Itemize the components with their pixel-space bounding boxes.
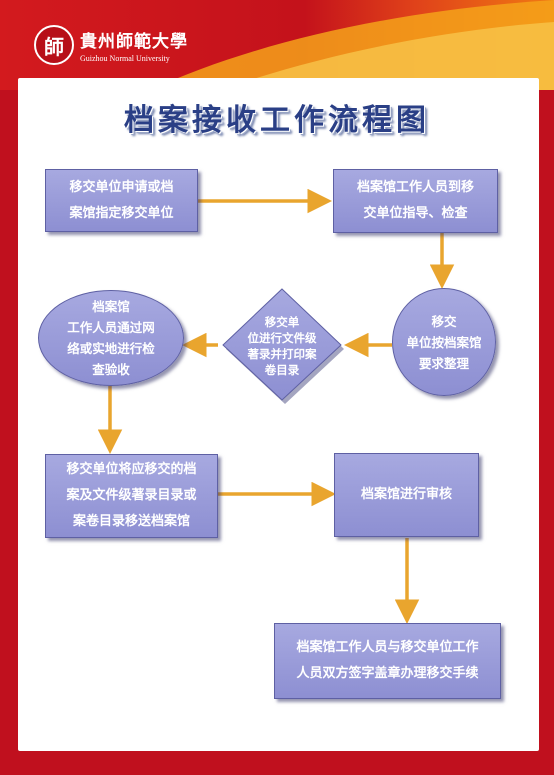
node-line: 档案馆 [92,299,130,314]
node-line: 要求整理 [418,355,469,371]
header-swoosh [150,0,554,90]
university-logo: 師 貴州師範大學 Guizhou Normal University [34,25,188,65]
node-line: 档案馆工作人员与移交单位工作 [296,640,479,655]
node-line: 查验收 [92,362,130,377]
node-apply-transfer: 移交单位申请或档 案馆指定移交单位 [45,169,198,232]
diamond-shape [222,288,344,404]
diamond-label: 移交单 位进行文件级 著录并打印案 卷目录 [218,287,346,405]
university-name: 貴州師範大學 Guizhou Normal University [80,27,188,63]
node-line: 案馆指定移交单位 [69,205,174,221]
page-title: 档案接收工作流程图 [124,103,430,138]
node-line: 络或实地进行检 [67,341,155,356]
node-line: 单位按档案馆 [406,334,482,350]
node-line: 案及文件级著录目录或 [66,488,197,503]
node-line: 移交单位申请或档 [69,179,174,195]
node-line: 著录并打印案 [247,347,317,361]
node-line: 移交单 [264,315,300,329]
node-catalog-and-print: 移交单 位进行文件级 著录并打印案 卷目录 [218,287,346,405]
node-line: 交单位指导、检查 [363,206,468,221]
node-organize-by-requirements: 移交 单位按档案馆 要求整理 [392,288,496,396]
node-sign-handover: 档案馆工作人员与移交单位工作 人员双方签字盖章办理移交手续 [274,623,501,699]
node-staff-guide-inspect: 档案馆工作人员到移 交单位指导、检查 [333,169,498,233]
node-line: 档案馆进行审核 [360,487,452,502]
node-line: 档案馆工作人员到移 [356,180,474,195]
node-line: 位进行文件级 [247,331,317,345]
node-archive-review: 档案馆进行审核 [334,453,479,537]
node-line: 人员双方签字盖章办理移交手续 [296,666,479,681]
node-line: 卷目录 [264,363,300,377]
university-name-en: Guizhou Normal University [80,54,170,63]
node-line: 案卷目录移送档案馆 [72,514,190,529]
node-line: 移交 [431,313,457,329]
university-seal-icon: 師 [34,25,74,65]
node-inspect-acceptance: 档案馆 工作人员通过网 络或实地进行检 查验收 [38,290,184,386]
node-line: 工作人员通过网 [67,320,155,335]
node-deliver-archives: 移交单位将应移交的档 案及文件级著录目录或 案卷目录移送档案馆 [45,454,218,538]
node-line: 移交单位将应移交的档 [66,462,197,477]
university-name-cn: 貴州師範大學 [80,32,188,52]
